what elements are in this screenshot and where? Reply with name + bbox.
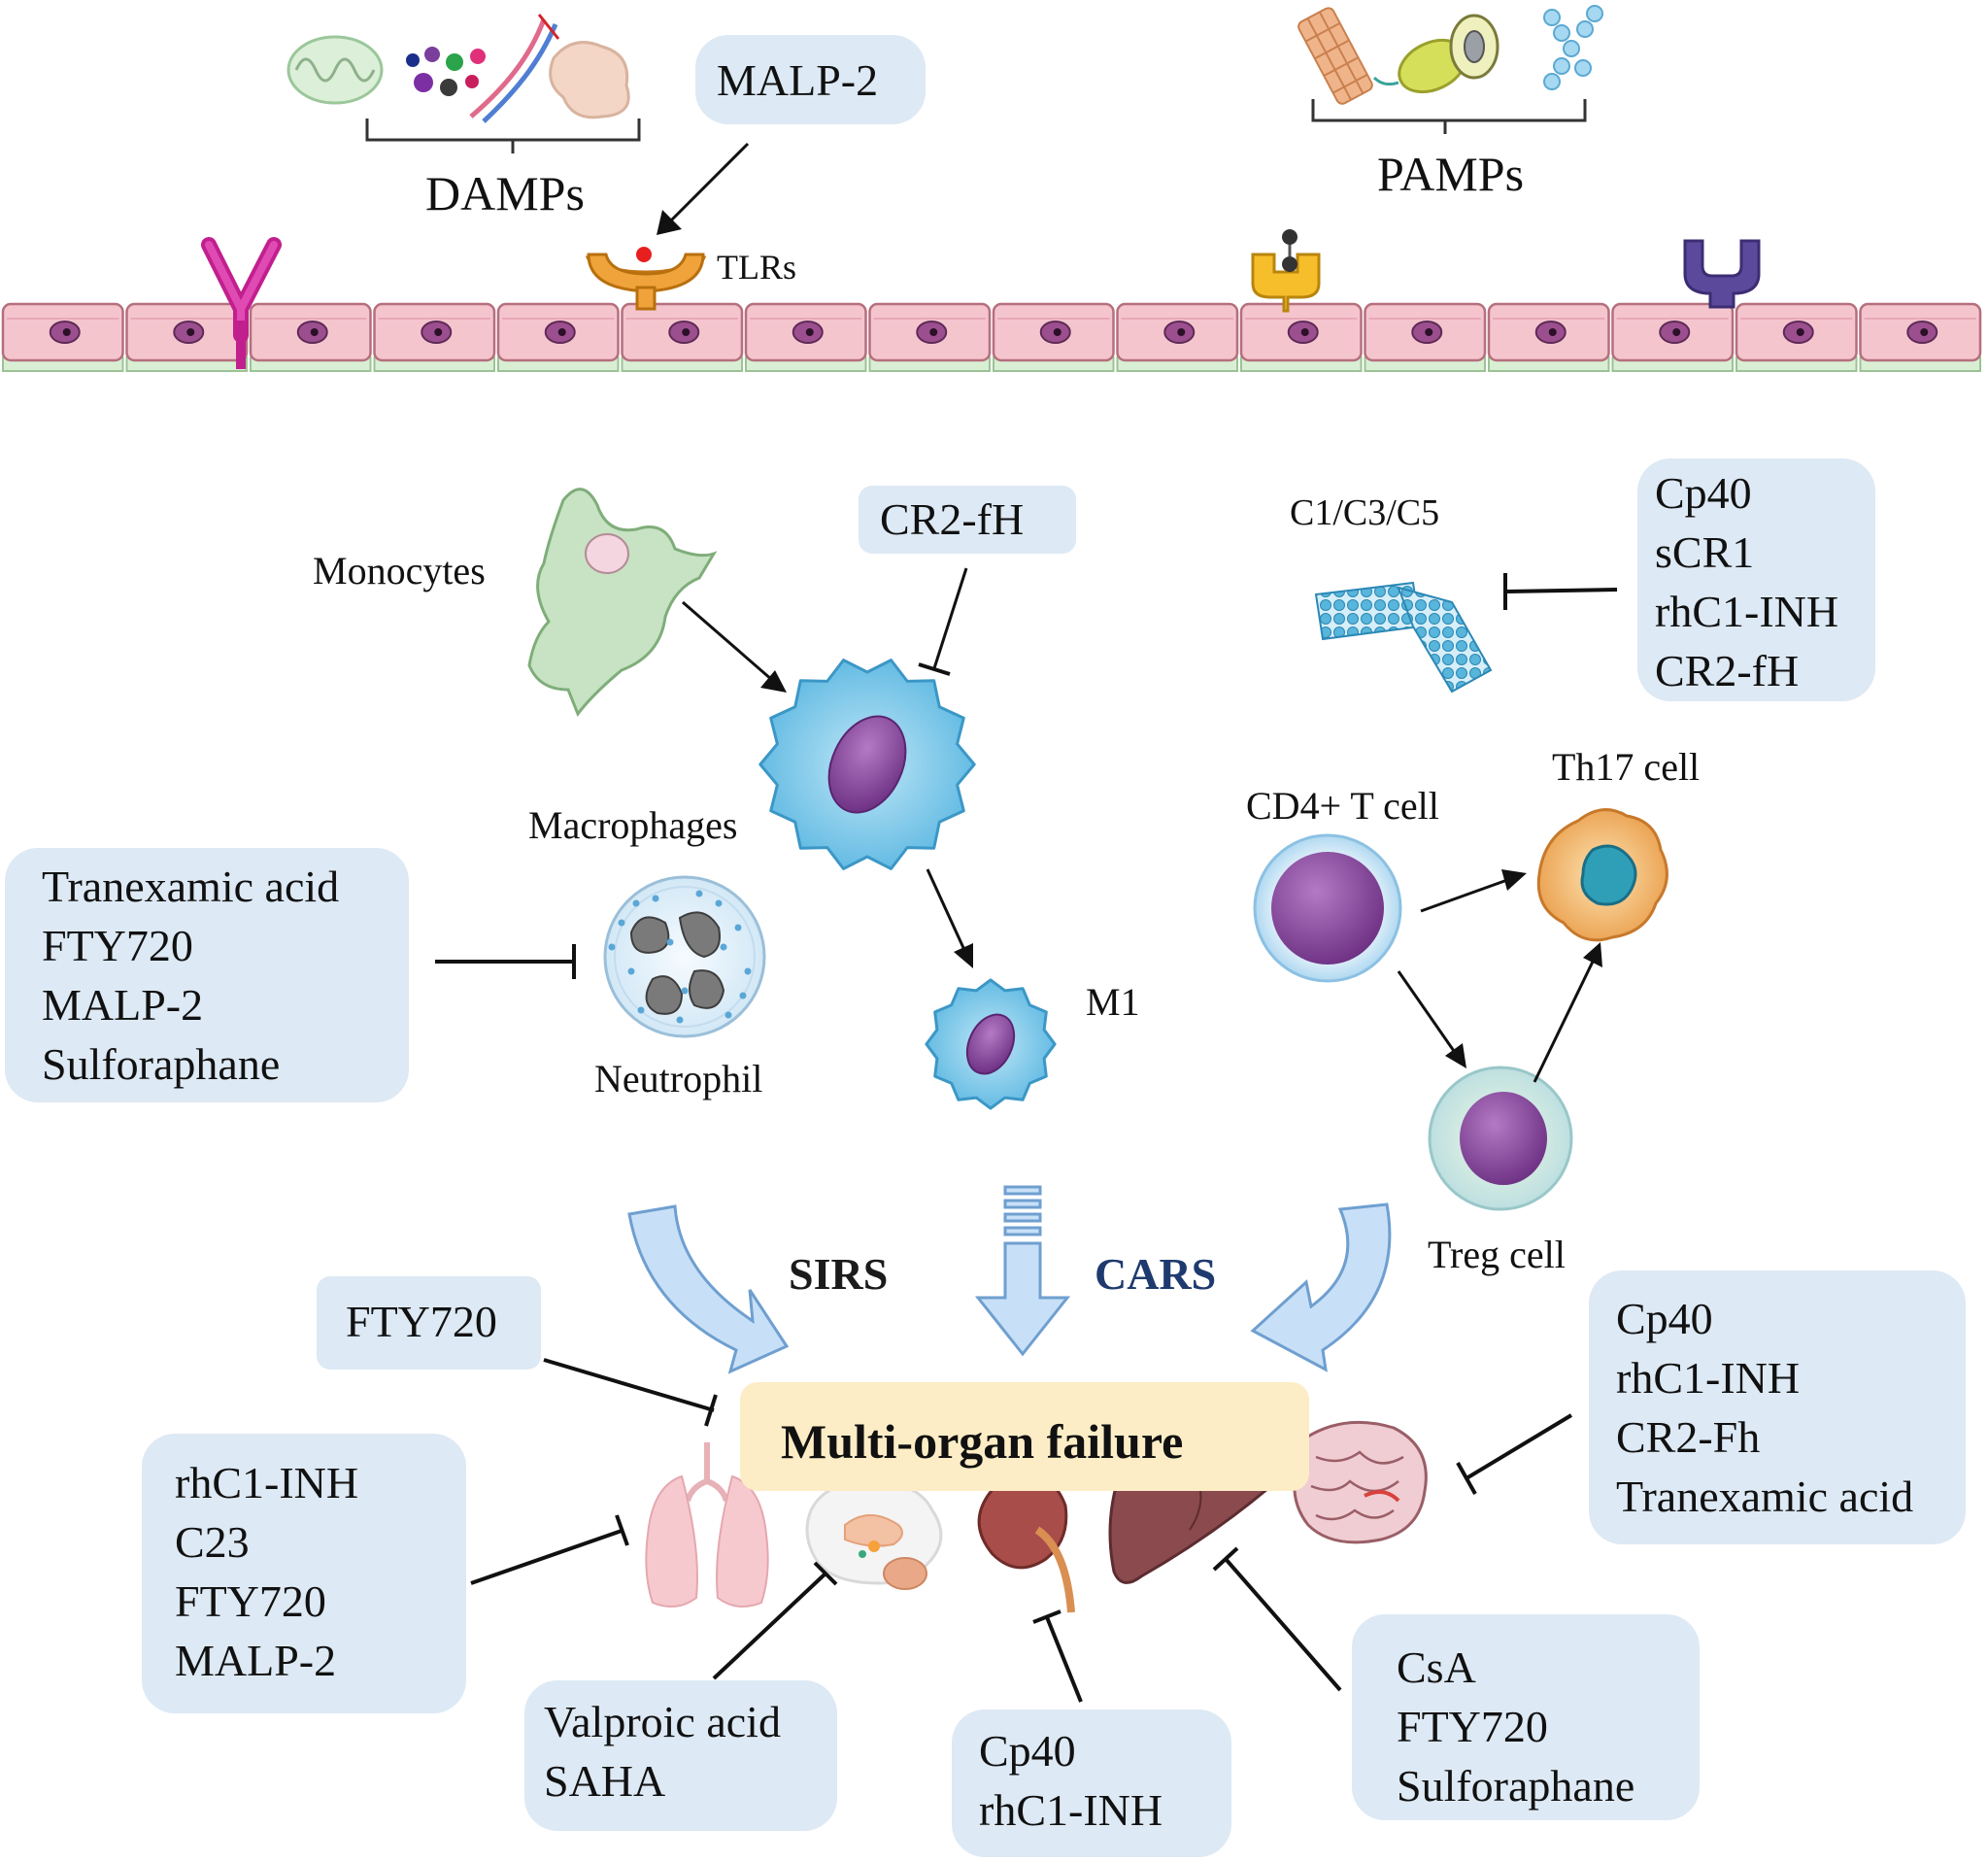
malp2-top-item: MALP-2 — [717, 55, 879, 105]
pamps-icons — [1297, 5, 1603, 134]
epithelial-cell — [744, 302, 867, 372]
cd4-t-cell — [1253, 833, 1402, 983]
m1-label: M1 — [1086, 980, 1140, 1024]
neutrophil-inhibitor-item: FTY720 — [42, 921, 193, 970]
epithelial-cell — [373, 302, 496, 372]
cd4-label: CD4+ T cell — [1246, 784, 1439, 828]
complement-inhibitor-box: Cp40 sCR1 rhC1-INH CR2-fH — [1637, 458, 1875, 701]
sirs-label: SIRS — [789, 1249, 889, 1299]
liver-drug-item: CsA — [1397, 1642, 1476, 1692]
kidney-drug-box: Cp40 rhC1-INH — [952, 1710, 1231, 1857]
lung-drug-item: rhC1-INH — [175, 1458, 359, 1507]
pamp-receptor-icon — [1251, 229, 1321, 313]
lung-drug-item: FTY720 — [175, 1576, 326, 1626]
y-receptor-icon — [201, 237, 282, 369]
epithelial-cell — [1735, 302, 1858, 372]
complement-inhibitor-item: Cp40 — [1655, 468, 1752, 518]
lung-drug-box: rhC1-INH C23 FTY720 MALP-2 — [142, 1434, 466, 1713]
multi-organ-failure-box — [740, 1382, 1309, 1491]
treg-cell — [1428, 1066, 1573, 1211]
pamps-label: PAMPs — [1377, 147, 1525, 201]
epithelial-cell — [496, 302, 620, 372]
neutrophil-cell — [603, 875, 766, 1038]
epithelial-cell — [249, 302, 372, 372]
epithelial-cell — [868, 302, 992, 372]
cr2fh-macrophage-box: CR2-fH — [859, 486, 1076, 554]
complement-inhibitor-item: rhC1-INH — [1655, 587, 1839, 636]
cr2fh-macrophage-item: CR2-fH — [880, 494, 1025, 544]
central-down-arrow-icon — [974, 1185, 1071, 1357]
fty720-organ-box: FTY720 — [317, 1276, 541, 1370]
macrophage-cell — [758, 659, 976, 870]
epithelial-cell — [1859, 302, 1982, 372]
intestine-drug-box: Cp40 rhC1-INH CR2-Fh Tranexamic acid — [1589, 1270, 1966, 1544]
fty720-organ-item: FTY720 — [346, 1297, 497, 1346]
liver-drug-box: CsA FTY720 Sulforaphane — [1352, 1614, 1700, 1820]
intestine-drug-item: Tranexamic acid — [1616, 1472, 1914, 1521]
intestine-icon — [1293, 1420, 1428, 1544]
intestine-drug-item: CR2-Fh — [1616, 1412, 1761, 1462]
tlrs-label: TLRs — [717, 248, 797, 287]
brain-drug-item: Valproic acid — [544, 1697, 781, 1746]
epithelial-cell — [1, 302, 124, 372]
cars-curved-arrow-icon — [1250, 1202, 1392, 1372]
epithelial-cell — [125, 302, 249, 372]
brain-drug-item: SAHA — [544, 1756, 666, 1806]
liver-drug-item: Sulforaphane — [1397, 1761, 1635, 1811]
treg-label: Treg cell — [1428, 1233, 1566, 1276]
purple-receptor-icon — [1683, 239, 1761, 309]
epithelial-cell — [1116, 302, 1239, 372]
epithelial-cell — [992, 302, 1115, 372]
complement-inhibitor-item: CR2-fH — [1655, 646, 1800, 695]
lung-drug-item: C23 — [175, 1517, 250, 1567]
cars-label: CARS — [1095, 1249, 1217, 1299]
malp2-top-box: MALP-2 — [695, 35, 926, 124]
neutrophil-inhibitor-item: Tranexamic acid — [42, 862, 340, 911]
liver-drug-item: FTY720 — [1397, 1702, 1548, 1751]
complement-label: C1/C3/C5 — [1290, 492, 1440, 533]
complement-inhibitor-item: sCR1 — [1655, 527, 1755, 577]
macrophages-label: Macrophages — [528, 803, 738, 847]
kidney-drug-item: rhC1-INH — [979, 1785, 1163, 1835]
neutrophil-inhibitor-item: MALP-2 — [42, 980, 204, 1030]
lung-drug-item: MALP-2 — [175, 1636, 337, 1685]
sirs-curved-arrow-icon — [627, 1204, 790, 1374]
monocytes-label: Monocytes — [313, 549, 486, 592]
damps-label: DAMPs — [425, 166, 585, 220]
th17-cell — [1536, 808, 1668, 942]
epithelial-cell — [1239, 302, 1363, 372]
brain-drug-box: Valproic acid SAHA — [524, 1680, 837, 1831]
kidney-icon — [977, 1473, 1075, 1613]
neutrophil-label: Neutrophil — [594, 1057, 763, 1100]
damps-icons — [286, 14, 641, 153]
complement-complex-icon — [1314, 581, 1493, 694]
epithelial-cell — [1611, 302, 1735, 372]
intestine-drug-item: rhC1-INH — [1616, 1353, 1801, 1403]
kidney-drug-item: Cp40 — [979, 1726, 1076, 1776]
epithelial-cell — [1487, 302, 1610, 372]
neutrophil-inhibitor-box: Tranexamic acid FTY720 MALP-2 Sulforapha… — [5, 848, 409, 1102]
epithelial-cell — [1364, 302, 1487, 372]
m1-macrophage-cell — [925, 978, 1057, 1110]
th17-label: Th17 cell — [1552, 745, 1701, 789]
neutrophil-inhibitor-item: Sulforaphane — [42, 1039, 281, 1089]
lungs-icon — [645, 1442, 769, 1608]
tlr-receptor-icon — [585, 247, 707, 311]
epithelial-cell — [621, 302, 744, 372]
epithelial-membrane — [1, 302, 1982, 372]
multi-organ-failure-label: Multi-organ failure — [781, 1414, 1184, 1469]
intestine-drug-item: Cp40 — [1616, 1294, 1713, 1343]
monocyte-cell — [527, 488, 718, 718]
